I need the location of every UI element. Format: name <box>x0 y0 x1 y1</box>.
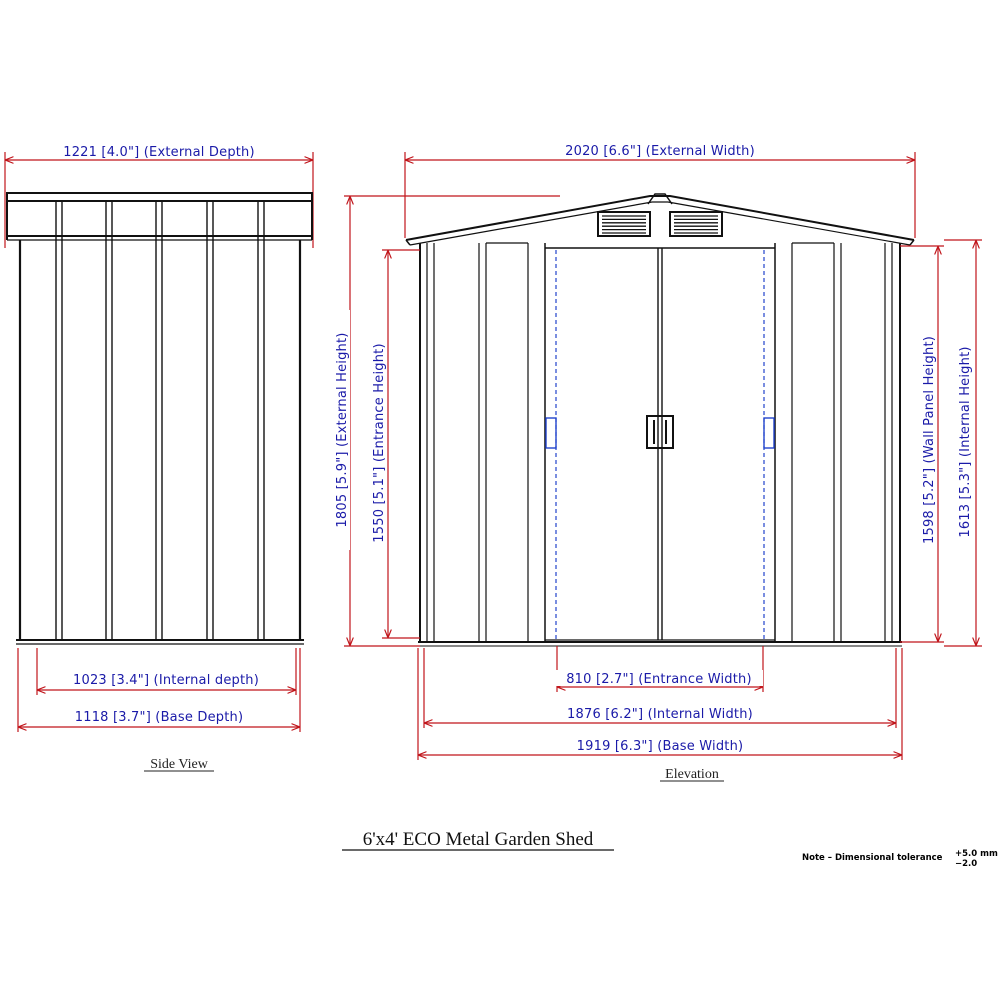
side-ribs <box>55 201 265 640</box>
dim-external-width: 2020 [6.6"] (External Width) <box>404 142 916 238</box>
vent-left <box>597 211 651 237</box>
door-handle-icon <box>646 415 674 449</box>
dim-base-width-label: 1919 [6.3"] (Base Width) <box>577 739 744 754</box>
dim-wall-panel-height-label: 1598 [5.2"] (Wall Panel Height) <box>922 336 937 544</box>
elevation-view: 2020 [6.6"] (External Width) <box>334 142 982 782</box>
dim-base-depth-label: 1118 [3.7"] (Base Depth) <box>75 710 243 725</box>
dim-external-depth: 1221 [4.0"] (External Depth) <box>4 143 314 248</box>
dim-external-width-label: 2020 [6.6"] (External Width) <box>565 144 755 159</box>
dim-internal-depth: 1023 [3.4"] (Internal depth) <box>36 648 297 695</box>
dim-internal-width: 1876 [6.2"] (Internal Width) <box>423 648 897 728</box>
elevation-roof <box>405 193 915 246</box>
dim-internal-depth-label: 1023 [3.4"] (Internal depth) <box>73 673 259 688</box>
dim-entrance-width-label: 810 [2.7"] (Entrance Width) <box>566 672 752 687</box>
dim-external-height-label: 1805 [5.9"] (External Height) <box>335 332 350 527</box>
dim-entrance-width: 810 [2.7"] (Entrance Width) <box>555 646 764 692</box>
dim-base-width: 1919 [6.3"] (Base Width) <box>417 648 903 760</box>
tolerance-plus: +5.0 mm <box>955 849 998 859</box>
door-hidden-lines <box>545 250 775 640</box>
drawing-title: 6'x4' ECO Metal Garden Shed <box>363 829 594 850</box>
dim-base-depth: 1118 [3.7"] (Base Depth) <box>17 648 301 732</box>
elevation-walls <box>418 242 902 647</box>
tolerance-note-text: Note – Dimensional tolerance <box>802 853 943 863</box>
side-view: 1221 [4.0"] (External Depth) 1023 [3.4"]… <box>4 143 314 772</box>
tolerance-note: Note – Dimensional tolerance +5.0 mm −2.… <box>802 849 998 869</box>
dim-external-depth-label: 1221 [4.0"] (External Depth) <box>63 145 255 160</box>
dim-external-height: 1805 [5.9"] (External Height) <box>334 195 560 647</box>
dim-entrance-height: 1550 [5.1"] (Entrance Height) <box>370 249 420 639</box>
side-body <box>16 240 304 645</box>
side-view-caption: Side View <box>150 757 209 772</box>
tolerance-minus: −2.0 <box>955 859 977 869</box>
side-roof <box>6 192 313 241</box>
dim-internal-width-label: 1876 [6.2"] (Internal Width) <box>567 707 753 722</box>
dim-internal-height-label: 1613 [5.3"] (Internal Height) <box>958 346 973 537</box>
elevation-caption: Elevation <box>665 767 719 782</box>
dim-entrance-height-label: 1550 [5.1"] (Entrance Height) <box>372 343 387 542</box>
vent-right <box>669 211 723 237</box>
dim-internal-height: 1613 [5.3"] (Internal Height) <box>944 239 982 647</box>
dim-wall-panel-height: 1598 [5.2"] (Wall Panel Height) <box>900 245 944 643</box>
